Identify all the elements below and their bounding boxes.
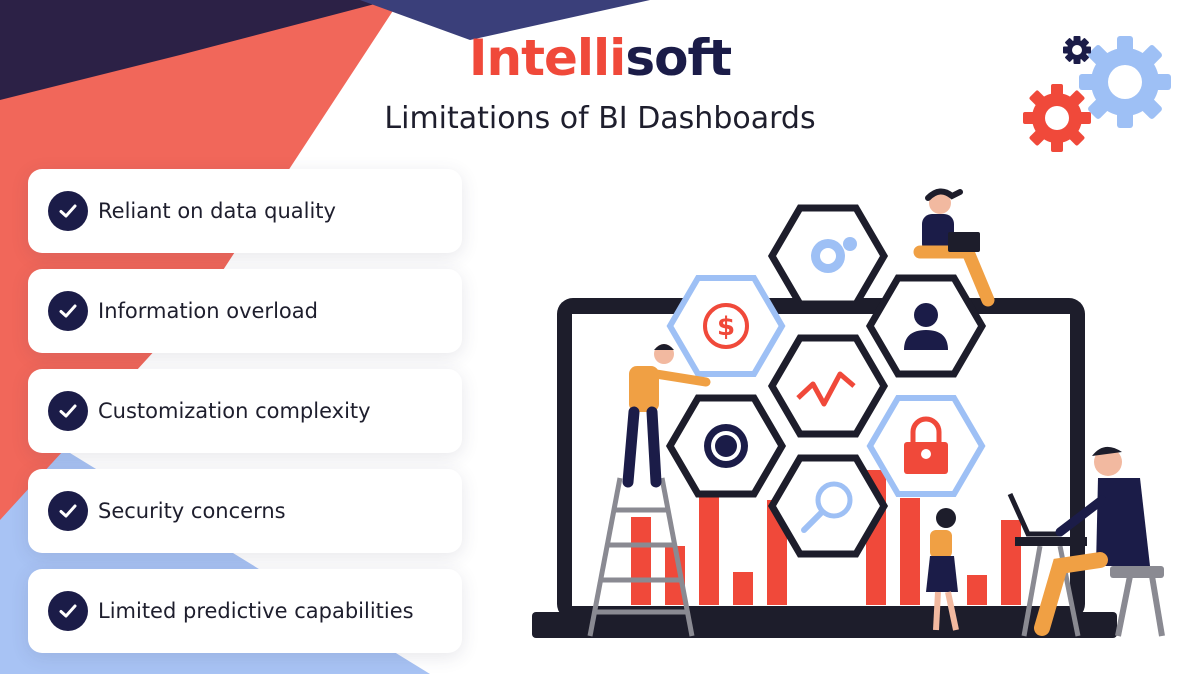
magnifier-icon <box>767 454 889 558</box>
brand-part-2: soft <box>625 29 732 87</box>
list-item-label: Security concerns <box>98 499 286 523</box>
bg-dark-shape <box>0 0 390 100</box>
list-item: Reliant on data quality <box>28 169 462 253</box>
list-item-label: Customization complexity <box>98 399 371 423</box>
list-item-label: Reliant on data quality <box>98 199 336 223</box>
person-seated-laptop <box>1007 446 1165 637</box>
list-item-label: Limited predictive capabilities <box>98 599 414 623</box>
check-icon <box>48 391 88 431</box>
eye-icon <box>665 394 787 498</box>
check-icon <box>48 291 88 331</box>
ladder-graphic <box>587 477 695 637</box>
list-item-label: Information overload <box>98 299 318 323</box>
brand-logo: Intellisoft <box>0 28 1200 88</box>
dashboard-illustration: $ <box>532 188 1165 638</box>
check-icon <box>48 191 88 231</box>
page-title: Limitations of BI Dashboards <box>384 101 816 136</box>
list-item: Security concerns <box>28 469 462 553</box>
list-item: Limited predictive capabilities <box>28 569 462 653</box>
person-on-ladder <box>622 344 711 488</box>
brand-part-1: Intelli <box>468 29 626 87</box>
person-child <box>926 508 959 631</box>
svg-text:$: $ <box>717 312 735 342</box>
gear-icon <box>767 204 889 308</box>
gears-icon <box>1023 36 1171 152</box>
list-item: Information overload <box>28 269 462 353</box>
list-item: Customization complexity <box>28 369 462 453</box>
dollar-icon: $ <box>666 275 786 377</box>
person-with-laptop-top <box>913 188 995 307</box>
user-icon <box>865 274 987 378</box>
check-icon <box>48 491 88 531</box>
bg-navy-strip <box>360 0 650 40</box>
check-icon <box>48 591 88 631</box>
chart-trend-icon <box>767 334 889 438</box>
lock-icon <box>866 395 986 497</box>
